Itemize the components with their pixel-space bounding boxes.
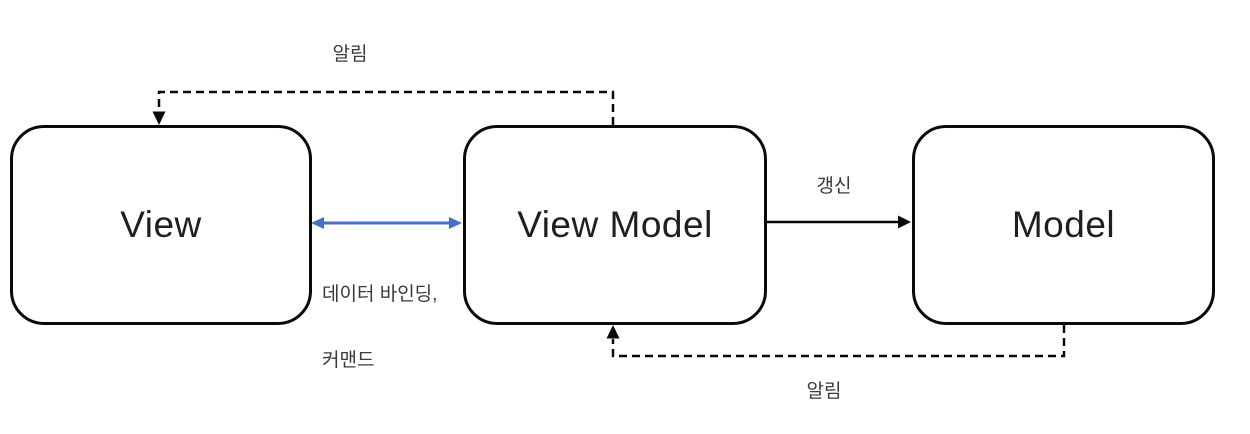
arrowhead-right-icon: [449, 217, 462, 229]
update-arrow: [767, 215, 911, 229]
view-box-label: View: [120, 204, 202, 245]
update-label: 갱신: [816, 176, 852, 197]
arrowhead-up-icon: [606, 325, 620, 339]
arrowhead-right-icon: [898, 215, 911, 229]
notify-top-label: 알림: [332, 44, 368, 65]
notify-bottom-label: 알림: [806, 381, 842, 402]
data-binding-label-line2: 커맨드: [322, 350, 375, 371]
arrowhead-left-icon: [311, 217, 324, 229]
model-box: Model: [912, 125, 1215, 325]
data-binding-label: 데이터 바인딩, 커맨드: [322, 240, 437, 416]
view-box: View: [10, 125, 312, 325]
data-binding-arrow: [311, 217, 462, 229]
notify-arrow-bottom: [606, 325, 1066, 358]
view-model-box-label: View Model: [517, 204, 713, 245]
notify-arrow-top: [152, 90, 615, 125]
arrowhead-down-icon: [152, 111, 166, 125]
view-model-box: View Model: [463, 125, 767, 325]
data-binding-label-line1: 데이터 바인딩,: [322, 284, 438, 305]
model-box-label: Model: [1011, 204, 1116, 245]
